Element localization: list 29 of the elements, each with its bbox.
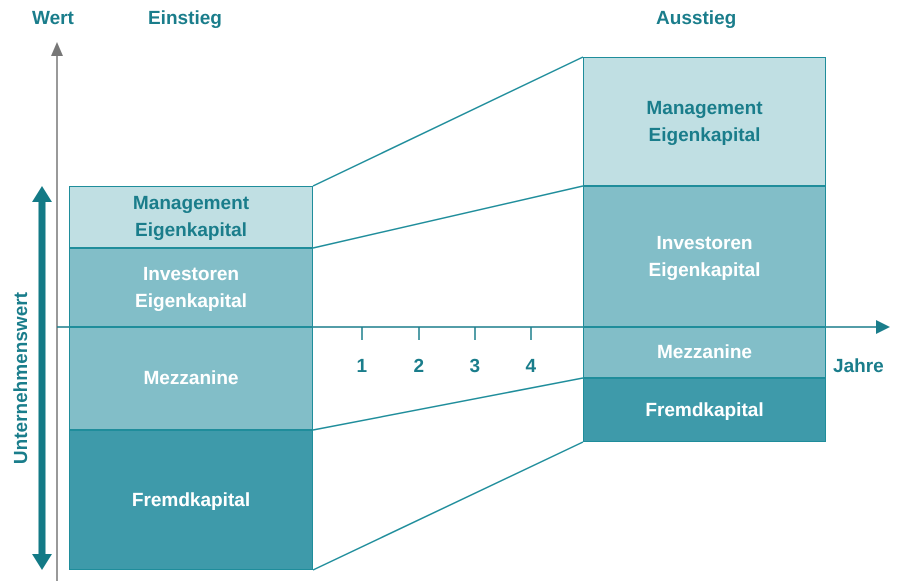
connector-line: [312, 441, 584, 571]
capital-layer-block: [69, 248, 313, 327]
connector-line: [312, 56, 584, 187]
layer-label: Fremdkapital: [132, 488, 250, 512]
layer-label: Fremdkapital: [645, 398, 764, 422]
column-heading: Ausstieg: [656, 8, 736, 30]
layer-label: Investoren Eigenkapital: [648, 232, 762, 282]
capital-layer-block: [583, 327, 826, 378]
axis-title: Unternehmenswert: [11, 292, 33, 464]
capital-layer-block: [583, 57, 826, 186]
tick-label: 4: [526, 356, 536, 378]
tick-label: 2: [414, 356, 424, 378]
layer-label: Investoren Eigenkapital: [134, 262, 248, 314]
connector-line: [312, 377, 584, 431]
layer-label: Management Eigenkapital: [645, 96, 764, 148]
tick-label: 1: [356, 356, 368, 378]
capital-layer-block: [583, 186, 826, 327]
connector-line: [312, 185, 584, 249]
capital-layer-block: [69, 186, 313, 248]
axis-title: Wert: [32, 8, 74, 30]
capital-layer-block: [583, 378, 826, 442]
layer-label: Mezzanine: [143, 367, 239, 391]
capital-layer-block: [69, 430, 313, 570]
tick-label: 3: [470, 356, 480, 378]
axis-title: Jahre: [833, 356, 884, 378]
column-heading: Einstieg: [148, 8, 222, 30]
capital-layer-block: [69, 327, 313, 430]
layer-label: Management Eigenkapital: [132, 192, 250, 243]
layer-label: Mezzanine: [656, 341, 752, 365]
